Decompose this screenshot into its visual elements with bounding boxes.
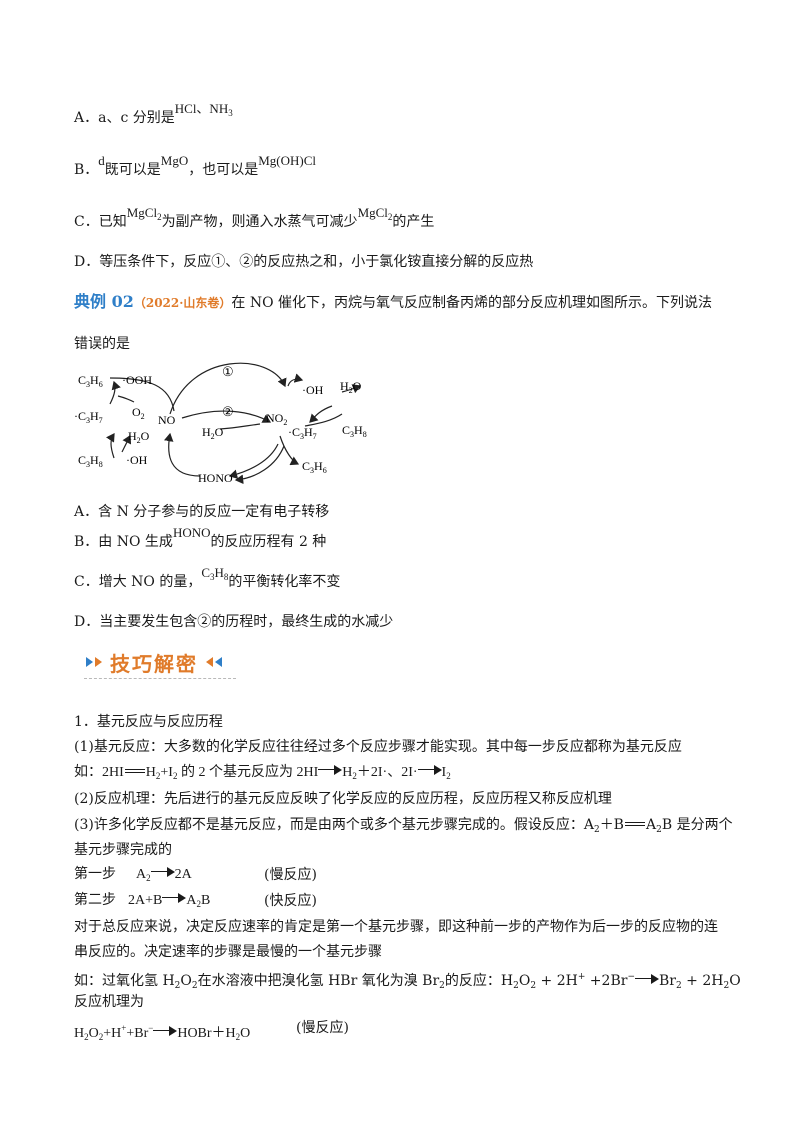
no2-label: NO2: [266, 411, 287, 427]
option-b-q2: B．由 NO 生成HONO的反应历程有 2 种: [74, 525, 327, 550]
triangle-left-icon: [206, 657, 213, 667]
svg-text:C3H6: C3H6: [302, 459, 327, 475]
triangle-left-icon: [215, 657, 222, 667]
step-two-note: (快反应): [264, 893, 317, 909]
example-text-cont: 错误的是: [74, 336, 130, 352]
option-b-q1: B．d既可以是MgO，也可以是Mg(OH)Cl: [74, 153, 317, 178]
paragraph: 串反应的。决定速率的步骤是最慢的一个基元步骤: [74, 944, 382, 960]
reaction-mechanism-diagram: C3H6 ·OOH O2 ·C3H7 H2O C3H8 ·OH NO ① ② H…: [74, 362, 367, 485]
option-letter: A．: [74, 110, 99, 126]
paragraph: 对于总反应来说，决定反应速率的肯定是第一个基元步骤，即这种前一步的产物作为后一步…: [74, 919, 718, 935]
ooh-label: ·OOH: [122, 373, 152, 387]
mechanism-step: H2O2+H++Br−HOBr＋H2O: [74, 1023, 251, 1042]
svg-text:O2: O2: [132, 405, 145, 421]
paragraph: 基元步骤完成的: [74, 842, 172, 858]
reaction-arrow-icon: [153, 1026, 178, 1036]
paragraph: 反应机理为: [74, 994, 144, 1010]
pathway-2-label: ②: [222, 404, 234, 419]
pathway-1-label: ①: [222, 364, 234, 379]
option-c-q2: C．增大 NO 的量，C3H8的平衡转化率不变: [74, 565, 341, 590]
no-label: NO: [158, 413, 176, 427]
reaction-arrow-icon: [417, 765, 442, 775]
svg-text:·OH: ·OH: [302, 383, 324, 397]
paragraph: (3)许多化学反应都不是基元反应，而是由两个或多个基元步骤完成的。假设反应：A2…: [74, 817, 733, 835]
svg-text:·C3H7: ·C3H7: [74, 409, 103, 425]
example-label: 典例 02: [74, 292, 134, 311]
svg-text:C3H8: C3H8: [78, 453, 103, 469]
section-banner: 技巧解密: [86, 648, 222, 676]
reaction-arrow-icon: [318, 765, 343, 775]
paragraph: (2)反应机理：先后进行的基元反应反映了化学反应的反应历程，反应历程又称反应机理: [74, 791, 612, 807]
hono-label: HONO: [198, 471, 233, 485]
svg-text:·C3H7: ·C3H7: [288, 425, 317, 441]
reaction-arrow-icon: [162, 893, 187, 903]
svg-text:·OH: ·OH: [126, 453, 148, 467]
option-c-q1: C．已知MgCl2为副产物，则通入水蒸气可减少MgCl2的产生: [74, 205, 435, 230]
triangle-right-icon: [95, 657, 102, 667]
example-text: 在 NO 催化下，丙烷与氧气反应制备丙烯的部分反应机理如图所示。下列说法: [231, 295, 713, 311]
banner-title: 技巧解密: [110, 651, 198, 676]
example-source: （2022·山东卷）: [133, 296, 232, 310]
banner-divider: [84, 678, 236, 679]
option-d-q1: D．等压条件下，反应①、②的反应热之和，小于氯化铵直接分解的反应热: [74, 254, 534, 270]
option-d-q2: D．当主要发生包含②的历程时，最终生成的水减少: [74, 614, 394, 630]
svg-text:H2O: H2O: [202, 425, 224, 441]
step-one-note: (慢反应): [264, 867, 317, 883]
paragraph: (1)基元反应：大多数的化学反应往往经过多个反应步骤才能实现。其中每一步反应都称…: [74, 739, 682, 755]
reaction-arrow-icon: [634, 974, 659, 984]
svg-text:C3H6: C3H6: [78, 373, 103, 389]
example-heading: 典例 02（2022·山东卷）在 NO 催化下，丙烷与氧气反应制备丙烯的部分反应…: [74, 292, 712, 313]
svg-text:H2O: H2O: [128, 429, 150, 445]
option-a-q2: A．含 N 分子参与的反应一定有电子转移: [74, 504, 330, 520]
option-a-q1: A．a、c 分别是HCl、NH3: [74, 101, 233, 126]
svg-text:H2O: H2O: [340, 379, 362, 395]
section-heading: 1．基元反应与反应历程: [74, 714, 223, 730]
reaction-arrow-icon: [150, 867, 175, 877]
svg-text:C3H8: C3H8: [342, 423, 367, 439]
triangle-right-icon: [86, 657, 93, 667]
paragraph-h2o2: 如：过氧化氢 H2O2在水溶液中把溴化氢 HBr 氧化为溴 Br2的反应：H2O…: [74, 972, 741, 991]
mechanism-step-note: (慢反应): [296, 1020, 349, 1036]
